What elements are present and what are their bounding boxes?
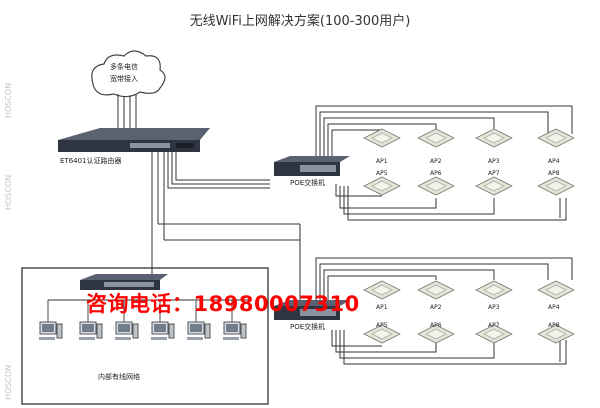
ap-label: AP7	[488, 170, 500, 177]
desktop-computer-icon	[79, 321, 103, 340]
ap-label: AP3	[488, 158, 500, 165]
diagram-title: 无线WiFi上网解决方案(100-300用户)	[189, 14, 411, 29]
poe-switch-bottom-label: POE交换机	[290, 323, 326, 331]
access-point-face	[425, 328, 447, 340]
lan-switch-icon	[80, 274, 168, 290]
access-point-face	[545, 328, 567, 340]
internet-cloud-icon	[91, 50, 166, 98]
access-point-face	[483, 284, 505, 296]
ap-label: AP5	[376, 170, 388, 177]
access-point-face	[545, 284, 567, 296]
ap-label: AP3	[488, 304, 500, 311]
access-point-face	[483, 180, 505, 192]
ap-label: AP8	[548, 322, 560, 329]
desktop-computer-icon	[187, 321, 211, 340]
access-point-face	[371, 328, 393, 340]
access-point-face	[371, 132, 393, 144]
watermark: HOSCON	[4, 174, 13, 210]
access-point-face	[425, 180, 447, 192]
ap-label: AP1	[376, 158, 388, 165]
watermark: HOSCON	[4, 82, 13, 118]
cloud-label-line2: 宽带接入	[110, 75, 138, 83]
access-point-face	[483, 132, 505, 144]
access-point-face	[545, 132, 567, 144]
ap-label: AP1	[376, 304, 388, 311]
poe-switch-bottom-icon	[274, 300, 350, 320]
access-point-face	[371, 180, 393, 192]
desktop-computer-icon	[151, 321, 175, 340]
access-point-face	[425, 284, 447, 296]
desktop-computer-icon	[223, 321, 247, 340]
ap-label: AP6	[430, 170, 442, 177]
lan-box	[21, 267, 269, 405]
desktop-computer-icon	[115, 321, 139, 340]
ap-label: AP5	[376, 322, 388, 329]
poe-switch-top-label: POE交换机	[290, 179, 326, 187]
router-label: ET6401认证路由器	[60, 157, 122, 165]
lan-label: 内部有线网络	[98, 373, 140, 381]
ap-label: AP4	[548, 304, 560, 311]
ap-label: AP2	[430, 158, 442, 165]
access-point-face	[425, 132, 447, 144]
ap-label: AP2	[430, 304, 442, 311]
ap-label: AP7	[488, 322, 500, 329]
cloud-label-line1: 多条电信	[110, 63, 138, 71]
access-point-face	[545, 180, 567, 192]
phone-banner: 咨询电话：18980007310	[86, 292, 360, 316]
desktop-computer-icon	[39, 321, 63, 340]
access-point-face	[483, 328, 505, 340]
lan-pcs	[39, 321, 247, 340]
ap-label: AP6	[430, 322, 442, 329]
watermark: HOSCON	[4, 364, 13, 400]
ap-label: AP4	[548, 158, 560, 165]
access-point-face	[371, 284, 393, 296]
router-device-icon	[58, 128, 210, 152]
poe-switch-top-icon	[274, 156, 350, 176]
ap-label: AP8	[548, 170, 560, 177]
